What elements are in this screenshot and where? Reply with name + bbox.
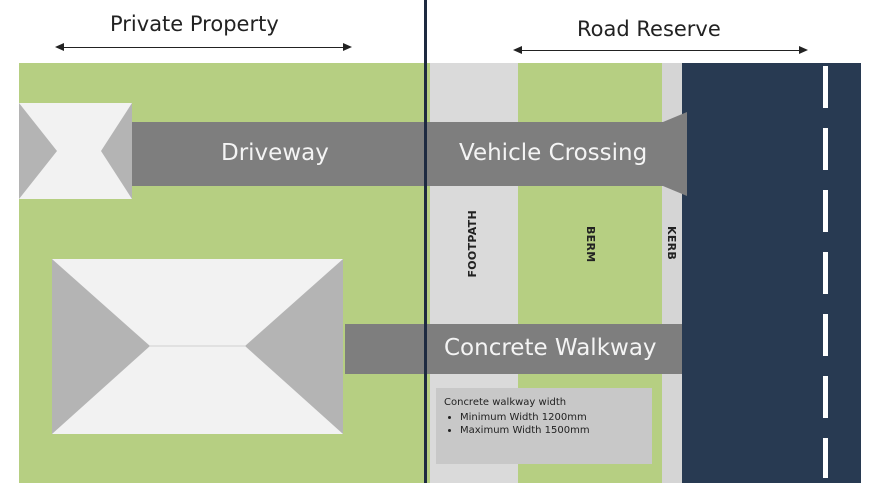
private-property-arrow (55, 43, 352, 52)
garage-roof-icon (19, 103, 132, 199)
footpath-label: FOOTPATH (466, 210, 479, 278)
road-reserve-arrow (513, 46, 808, 55)
road-center-dash (823, 190, 828, 232)
road-center-dash (823, 66, 828, 108)
driveway-label: Driveway (221, 140, 329, 166)
info-box-title: Concrete walkway width (444, 397, 567, 408)
driveway (130, 122, 430, 186)
road-center-dash (823, 314, 828, 356)
info-box-item: Maximum Width 1500mm (460, 425, 652, 436)
road-center-dash (823, 128, 828, 170)
road-center-dash (823, 252, 828, 294)
road-center-dash (823, 438, 828, 478)
berm-label: BERM (584, 226, 597, 263)
vehicle-crossing (425, 112, 687, 196)
road-surface (682, 63, 861, 483)
road-reserve-heading: Road Reserve (577, 17, 721, 41)
vehicle-crossing-label: Vehicle Crossing (459, 140, 648, 166)
road-center-dash (823, 376, 828, 418)
house-roof-icon (52, 259, 343, 434)
walkway-width-info-box: Concrete walkway width Minimum Width 120… (436, 388, 652, 464)
property-boundary-line (424, 0, 427, 484)
kerb-label: KERB (665, 226, 678, 261)
concrete-walkway-label: Concrete Walkway (444, 335, 657, 361)
info-box-list: Minimum Width 1200mm Maximum Width 1500m… (444, 412, 652, 436)
info-box-item: Minimum Width 1200mm (460, 412, 652, 423)
private-property-heading: Private Property (110, 12, 279, 36)
bottom-edge (0, 483, 875, 495)
concrete-walkway (345, 324, 682, 374)
